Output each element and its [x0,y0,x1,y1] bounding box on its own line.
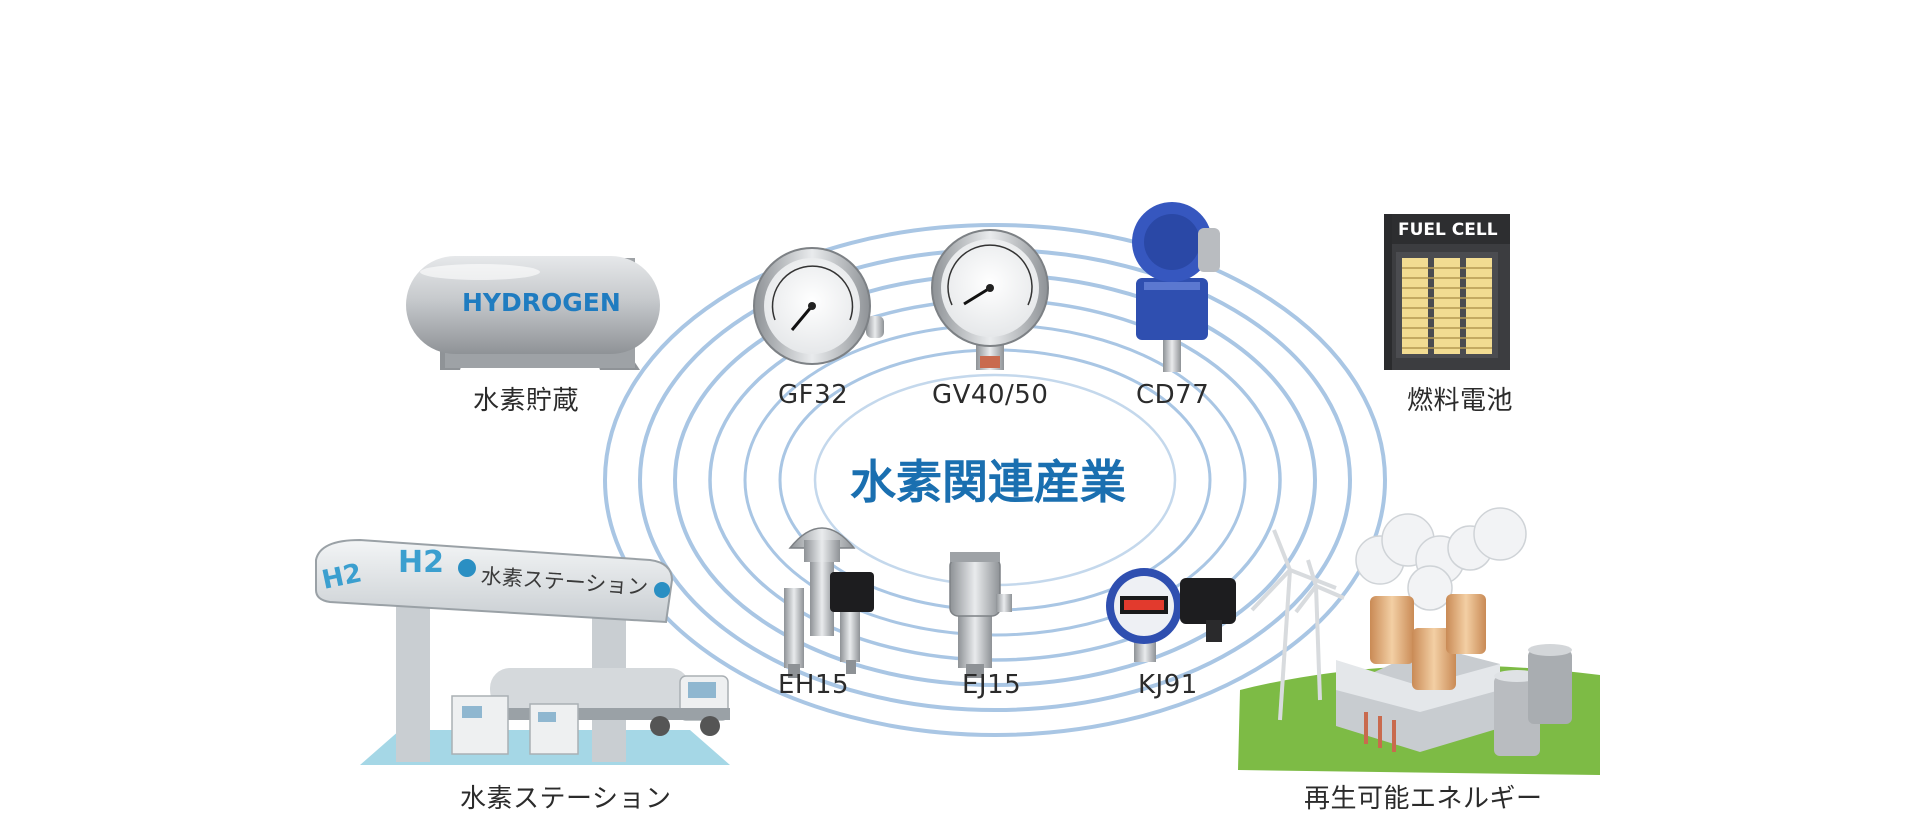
product-label-ej15: EJ15 [962,670,1022,700]
ej15-transmitter-icon [949,552,1012,678]
fuel-cell-icon [1384,214,1510,370]
product-label-kj91: KJ91 [1138,670,1198,700]
product-label-cd77: CD77 [1136,380,1210,410]
renewable-label: 再生可能エネルギー [1304,784,1543,814]
storage-tank-text: HYDROGEN [462,288,621,317]
fuel-cell-label: 燃料電池 [1407,386,1514,416]
product-label-gv40-50: GV40/50 [932,380,1049,410]
storage-label: 水素貯蔵 [473,386,580,416]
renewable-energy-icon [1238,507,1600,775]
gf32-gauge-icon [753,247,884,365]
product-label-eh15: EH15 [778,670,850,700]
fuel-cell-text: FUEL CELL [1398,220,1498,240]
station-sign-h2: H2 [398,545,444,580]
cd77-transmitter-icon [1132,202,1220,372]
kj91-indicator-icon [1106,568,1236,662]
center-title: 水素関連産業 [850,455,1126,509]
product-label-gf32: GF32 [778,380,849,410]
hydrogen-station-icon [315,538,730,765]
hydrogen-tank-icon [406,256,660,370]
gv40-50-gauge-icon [931,229,1049,370]
eh15-transmitter-icon [784,527,874,678]
station-label: 水素ステーション [460,784,672,814]
